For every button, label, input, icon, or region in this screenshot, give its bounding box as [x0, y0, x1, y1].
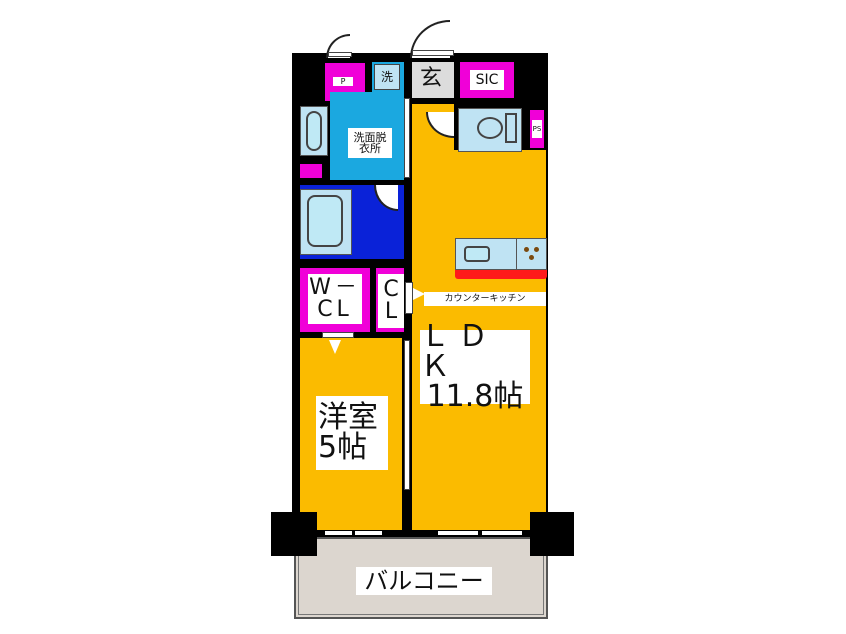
washroom-label: 洗面脱 衣所 — [348, 128, 392, 158]
pillar-right — [530, 512, 574, 556]
western-room-label: 洋室 5帖 — [316, 396, 388, 470]
balcony-inner-line — [298, 541, 544, 615]
closet-door-arrow — [413, 288, 425, 300]
balcony: バルコニー — [294, 537, 548, 619]
toilet-room — [458, 108, 522, 152]
entrance-label: 玄 — [419, 66, 442, 91]
walk-in-closet-label: W－ CL — [308, 274, 362, 324]
washroom-label-line1: 洗面脱 — [353, 131, 387, 144]
wcl-slide-door — [404, 98, 410, 178]
cl-label-line2: L — [384, 299, 398, 324]
pipe-space-left-label: P — [333, 77, 353, 86]
walk-in-closet: W－ CL — [300, 268, 370, 332]
wcl-label-line1: W－ — [309, 275, 361, 300]
stove-burner-2 — [534, 247, 539, 252]
window-ldk-1 — [438, 531, 478, 535]
balcony-label: バルコニー — [356, 567, 492, 595]
western-room-size: 5帖 — [318, 430, 368, 465]
cl-label-line1: C — [383, 277, 399, 302]
window-ldk-2 — [482, 531, 522, 535]
stove-burner-3 — [529, 255, 534, 260]
washroom-label-line2: 衣所 — [359, 142, 381, 155]
ldk-label: ＬＤＫ 11.8帖 — [420, 322, 530, 412]
stove-burner-1 — [524, 247, 529, 252]
kitchen-counter-edge — [455, 270, 547, 279]
bathtub-basin — [307, 195, 343, 247]
ldk-name: ＬＤＫ — [420, 319, 496, 384]
wcl-label-line2: CL — [317, 297, 353, 322]
ldk-size: 11.8帖 — [426, 379, 524, 414]
counter-kitchen-label: カウンターキッチン — [424, 292, 546, 306]
pillar-left — [271, 512, 317, 556]
toilet-tank — [505, 113, 517, 143]
stove-divider — [516, 239, 517, 269]
bathtub — [300, 189, 352, 255]
closet-label: C L — [378, 274, 404, 328]
window-western-2 — [355, 531, 382, 535]
window-western-1 — [325, 531, 352, 535]
closet: C L — [376, 268, 404, 332]
closet-door-marker — [405, 282, 413, 314]
kitchen-sink — [464, 246, 490, 262]
western-room-door — [322, 332, 354, 338]
western-room-door-arrow — [329, 340, 341, 354]
basin-bowl — [306, 111, 322, 151]
small-closet — [300, 164, 322, 178]
shoe-closet-label: SIC — [470, 70, 504, 90]
toilet-bowl — [477, 117, 503, 139]
wash-basin — [300, 106, 328, 156]
ldk-slide-door — [404, 340, 410, 490]
pipe-space-right: PS — [530, 110, 544, 148]
shoe-closet: SIC — [460, 62, 514, 98]
washing-machine-label: 洗 — [380, 70, 393, 84]
washing-machine-space: 洗 — [374, 64, 400, 90]
pipe-space-right-label: PS — [532, 120, 542, 138]
pipe-door-opening — [328, 52, 352, 57]
western-room-name: 洋室 — [318, 400, 378, 435]
entrance: 玄 — [412, 62, 454, 98]
kitchen-sink-counter — [455, 238, 547, 270]
entrance-door-opening — [412, 50, 454, 56]
